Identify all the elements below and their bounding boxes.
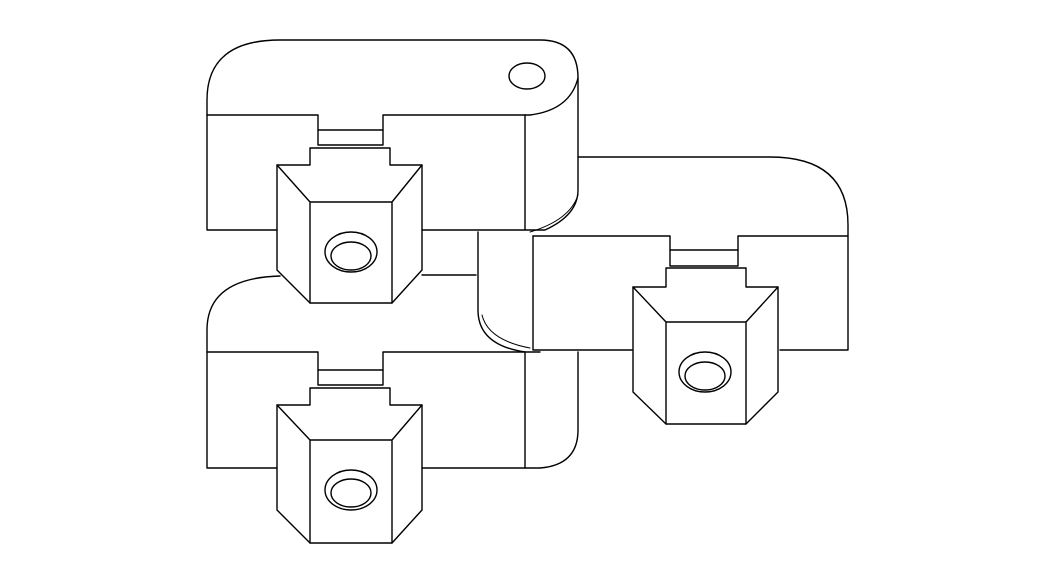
top-link-left-edge [206, 114, 278, 231]
right-socket [632, 267, 779, 425]
bottom-link-rounded-top [206, 275, 281, 353]
right-link-rounded-top [577, 156, 849, 351]
right-socket-outline [632, 267, 779, 425]
bottom-link-left-edge [206, 351, 278, 469]
bottom-socket-hole-inner [330, 478, 372, 508]
top-socket-outline [276, 147, 423, 304]
bottom-link [206, 275, 579, 469]
top-link-slot [317, 129, 384, 146]
top-link-front-face [206, 114, 526, 231]
right-socket-hole-inner [684, 361, 726, 391]
top-link-rounded-top [206, 39, 579, 231]
bottom-socket-hole-outer [324, 469, 378, 511]
right-link-front-face [532, 235, 849, 251]
bottom-link-front-face [206, 351, 526, 469]
top-link-top-edge [524, 77, 579, 116]
bottom-socket-outline [276, 387, 423, 544]
right-socket-bevel [632, 286, 779, 425]
right-link-hinge [477, 231, 541, 353]
bottom-link-hinge [524, 351, 579, 469]
top-link-pin-hole [508, 62, 546, 90]
top-socket-bevel [276, 164, 423, 304]
top-link-hinge-shadow [529, 194, 579, 233]
top-link [206, 39, 579, 233]
bottom-socket [276, 387, 423, 544]
right-link-hinge-inner [481, 314, 531, 349]
right-link-slot [669, 249, 739, 267]
bottom-socket-bevel [276, 404, 423, 544]
bottom-link-slot [317, 369, 384, 386]
right-link [477, 156, 849, 353]
top-socket-hole-inner [330, 241, 372, 271]
top-socket-hole-outer [324, 231, 378, 273]
top-socket [276, 147, 477, 304]
right-socket-hole-outer [678, 351, 732, 393]
right-link-left-face [532, 235, 633, 351]
